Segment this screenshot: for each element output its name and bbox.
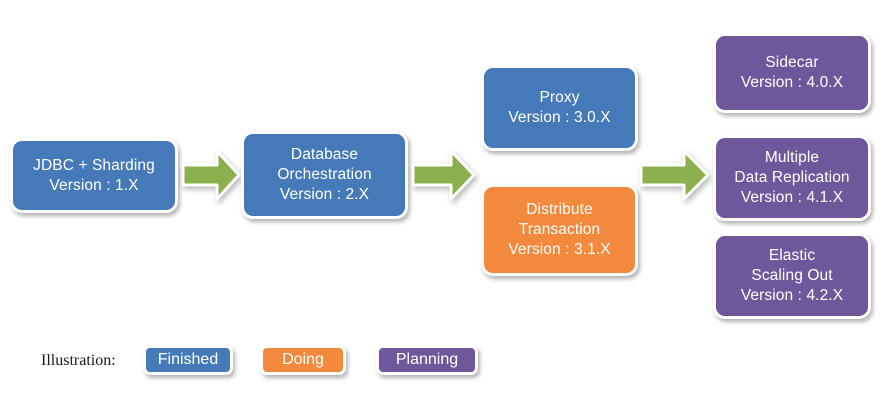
node-title: JDBC + Sharding xyxy=(33,156,155,174)
node-title-line2: Transaction xyxy=(518,221,601,239)
node-database-orchestration: Database Orchestration Version : 2.X xyxy=(241,131,408,219)
node-version: Version : 4.2.X xyxy=(740,286,844,304)
node-title-line1: Multiple xyxy=(764,149,820,167)
legend-label: Illustration: xyxy=(41,352,116,369)
legend-chip-finished: Finished xyxy=(143,345,233,375)
node-proxy: Proxy Version : 3.0.X xyxy=(481,65,638,151)
node-version: Version : 1.X xyxy=(49,176,139,194)
node-title-line1: Distribute xyxy=(526,201,593,219)
node-version: Version : 4.1.X xyxy=(740,188,844,206)
node-title: Proxy xyxy=(539,89,580,107)
node-title-line2: Orchestration xyxy=(277,166,372,184)
node-elastic-scaling-out: Elastic Scaling Out Version : 4.2.X xyxy=(713,233,871,319)
node-multiple-data-replication: Multiple Data Replication Version : 4.1.… xyxy=(713,135,871,221)
arrow-right-icon-2 xyxy=(411,147,476,203)
legend-chip-label: Doing xyxy=(282,351,324,368)
node-title: Sidecar xyxy=(765,54,819,72)
legend-chip-planning: Planning xyxy=(376,345,478,375)
node-distribute-transaction: Distribute Transaction Version : 3.1.X xyxy=(481,184,638,276)
legend-chip-label: Finished xyxy=(157,351,219,368)
node-title-line2: Scaling Out xyxy=(751,267,833,285)
node-title-line1: Database xyxy=(290,146,359,164)
node-version: Version : 3.0.X xyxy=(508,109,611,126)
node-sidecar: Sidecar Version : 4.0.X xyxy=(713,33,871,113)
arrow-right-icon-1 xyxy=(181,147,241,203)
node-jdbc-sharding: JDBC + Sharding Version : 1.X xyxy=(10,138,178,213)
legend-chip-label: Planning xyxy=(395,351,459,368)
node-version: Version : 4.0.X xyxy=(740,74,844,91)
node-title-line2: Data Replication xyxy=(734,169,850,187)
node-version: Version : 3.1.X xyxy=(508,240,611,258)
node-title-line1: Elastic xyxy=(768,247,816,265)
node-version: Version : 2.X xyxy=(279,185,370,203)
legend-chip-doing: Doing xyxy=(260,345,346,375)
arrow-right-icon-3 xyxy=(639,147,710,203)
